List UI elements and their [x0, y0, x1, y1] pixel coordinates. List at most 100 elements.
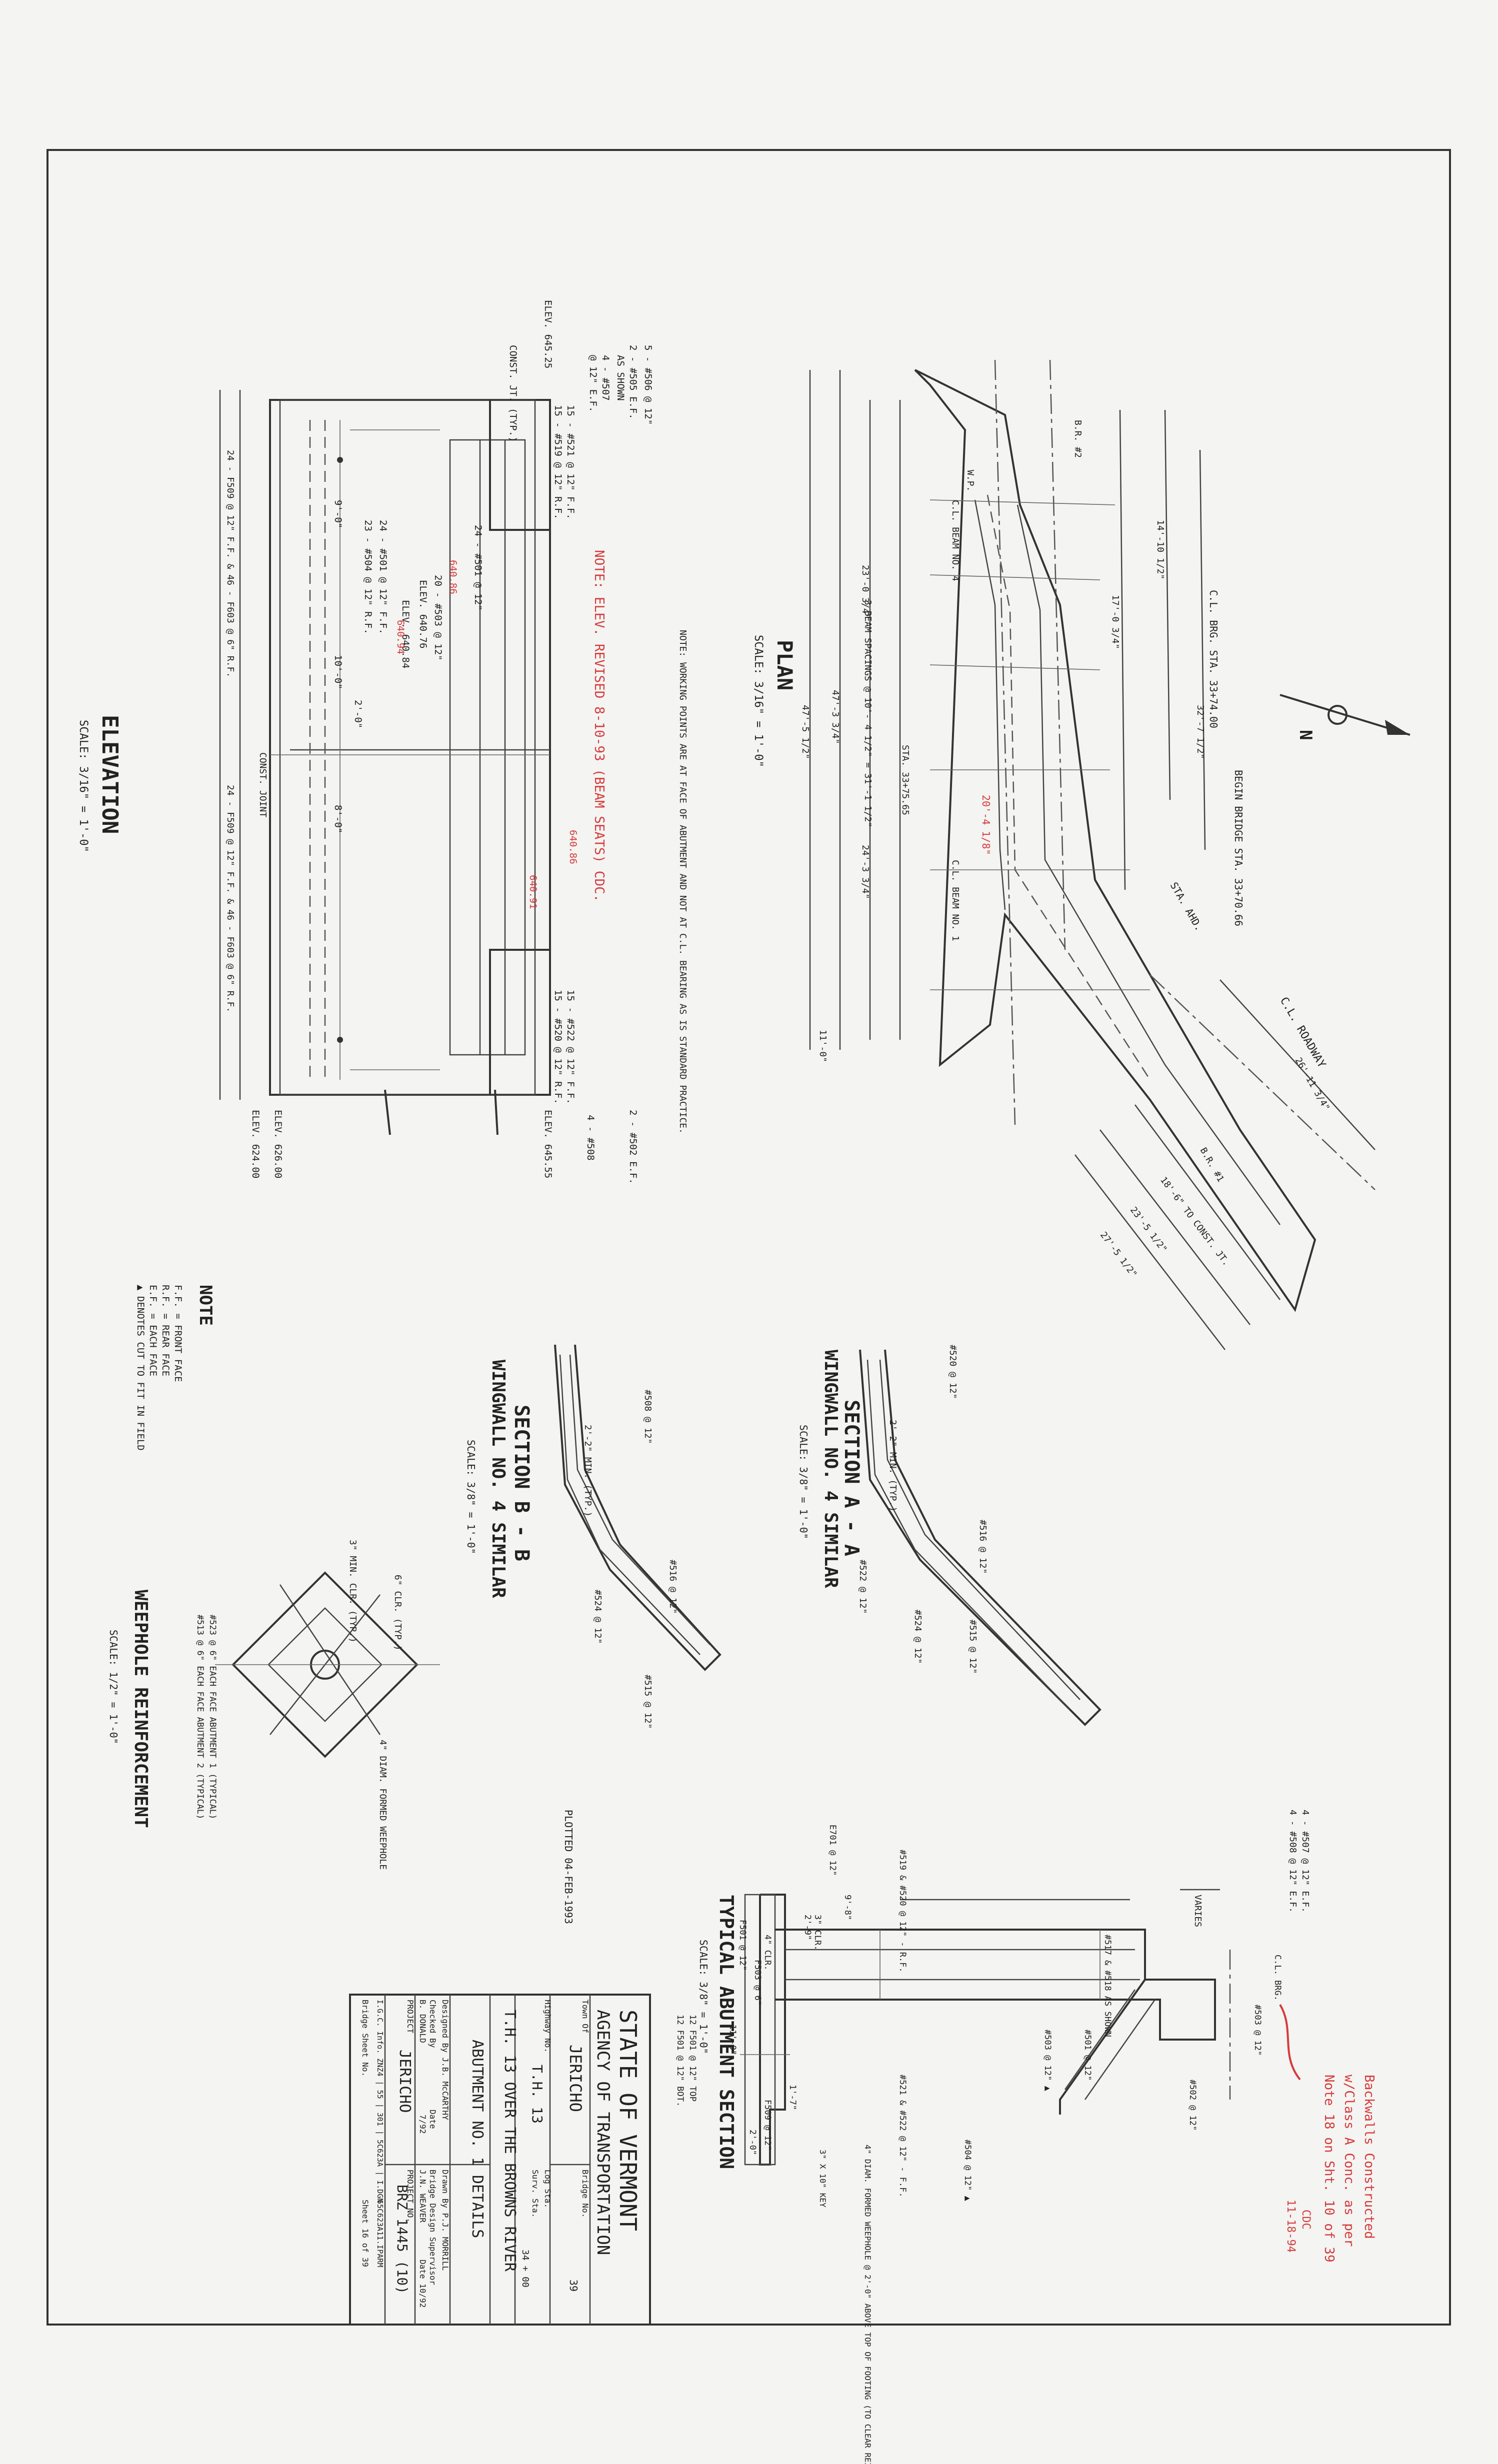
typical-label-22: 3" X 10" KEY: [818, 2150, 828, 2208]
elev-label-9: 24 - #501 @ 12": [472, 525, 484, 611]
note-item-3: ▲ DENOTES CUT TO FIT IN FIELD: [135, 1285, 146, 1451]
elevation-scale: SCALE: 3/16" = 1'-0": [77, 720, 90, 852]
section-bb-label-2: #516 @ 12": [668, 1560, 678, 1614]
typical-redline-4: 11-18-94: [1284, 2200, 1297, 2253]
note-title: NOTE: [196, 1285, 216, 1326]
plan-label-beam1: C.L. BEAM NO. 1: [950, 860, 960, 941]
section-aa-label-1: 2'-2" MIN. (TYP.): [888, 1420, 898, 1512]
section-aa-subtitle: WINGWALL NO. 4 SIMILAR: [820, 1350, 841, 1588]
weephole-label-3: #523 @ 6" EACH FACE ABUTMENT 1 (TYPICAL): [208, 1615, 218, 1819]
elev-label-0: 5 - #506 @ 12": [642, 345, 654, 425]
elevation-view: [219, 390, 551, 1135]
tb-state: STATE OF VERMONT: [614, 2010, 642, 2231]
typical-label-3: #517 & #518 AS SHOWN: [1102, 1935, 1112, 2037]
tb-highway: T.H. 13: [529, 2065, 546, 2124]
typical-label-4: #519 & #520 @ 12" - R.F.: [898, 1850, 908, 1973]
plan-label-dim-47b: 47'-5 1/2": [800, 705, 810, 759]
tb-checker: B. DONALD: [418, 2000, 428, 2043]
note-item-0: F.F. = FRONT FACE: [172, 1285, 184, 1382]
weephole-title: WEEPHOLE REINFORCEMENT: [130, 1590, 151, 1828]
section-aa-label-5: #515 @ 12": [968, 1620, 978, 1674]
elev-redline-1: 640.94: [395, 620, 406, 654]
tb-check-date: 7/92: [418, 2115, 428, 2134]
plan-view: N: [809, 359, 1410, 1350]
section-aa-title: SECTION A - A: [840, 1400, 863, 1556]
section-bb-label-0: #508 @ 12": [642, 1390, 653, 1444]
plan-text: PLAN SCALE: 3/16" = 1'-0" NOTE: WORKING …: [678, 420, 1332, 1280]
tb-file: 65C623A11.IPARM: [376, 2200, 384, 2267]
elev-label-12: ELEV. 640.84: [400, 600, 411, 668]
tb-log-sta: Log Sta.: [543, 2170, 552, 2208]
note-item-2: E.F. = EACH FACE: [148, 1285, 158, 1376]
plan-label-dim-32: 32'-7 1/2": [1195, 705, 1206, 759]
weephole-label-1: 6" CLR. (TYP.): [392, 1575, 403, 1651]
typical-label-20: 11'-0": [728, 2025, 738, 2055]
elev-label-13: 24 - #501 @ 12" F.F.: [378, 520, 388, 634]
elev-label-27: 2'-0": [352, 700, 364, 728]
elev-redline-3: 640.91: [528, 875, 538, 909]
elev-label-10: 20 - #503 @ 12": [432, 575, 444, 661]
svg-text:N: N: [1296, 730, 1316, 740]
elevation-redline-note: NOTE: ELEV. REVISED 8-10-93 (BEAM SEATS)…: [592, 550, 606, 902]
plan-label-br2: B.R. #2: [1072, 420, 1083, 458]
elev-label-17: ELEV. 624.00: [250, 1110, 261, 1178]
weephole-label-4: #513 @ 6" EACH FACE ABUTMENT 2 (TYPICAL): [195, 1615, 205, 1819]
elev-label-15b: 24 - F509 @ 12" F.F. & 46 - F603 @ 6" R.…: [225, 785, 236, 1012]
typical-label-13: 3" CLR.: [812, 1915, 822, 1951]
plan-label-dim-27: 27'-5 1/2": [1098, 1230, 1139, 1279]
tb-project-title: T.H. 13 OVER THE BROWNS RIVER: [501, 2010, 518, 2272]
note-block: NOTE F.F. = FRONT FACE R.F. = REAR FACE …: [135, 1285, 216, 1451]
tb-drawer-init: J.N. WEAVER: [418, 2170, 428, 2223]
tb-project-no-label: PROJECT NO.: [406, 2170, 415, 2223]
plan-label-sta-ahd: STA. AHD.: [1168, 880, 1206, 933]
tb-date-label: Date: [428, 2110, 438, 2129]
elev-label-3: 4 - #507: [600, 355, 611, 401]
typical-label-23: 2'-0": [748, 2130, 758, 2155]
typical-label-10: #503 @ 12": [1252, 2005, 1262, 2056]
plan-title: PLAN: [772, 640, 797, 690]
elev-label-22: 15 - #520 @ 12" R.F.: [552, 990, 564, 1104]
typical-scale: SCALE: 3/8" = 1'-0": [698, 1940, 710, 2054]
typical-label-18: 12 F501 @ 12" BOT.: [675, 2015, 685, 2107]
plan-redline: 20'-4 1/8": [980, 795, 992, 855]
section-aa-label-0: #520 @ 12": [948, 1345, 958, 1399]
tb-highway-label: Highway No.: [543, 2000, 552, 2053]
title-block: STATE OF VERMONT AGENCY OF TRANSPORTATIO…: [349, 1994, 651, 2326]
tb-project-no: BRZ 1445 (10): [394, 2185, 410, 2294]
tb-project: JERICHO: [396, 2050, 414, 2113]
typical-label-16: F503 @ 6": [752, 1960, 762, 2006]
elev-label-5: ELEV. 645.25: [542, 300, 554, 368]
plan-label-brg: C.L. BRG. STA. 33+74.00: [1208, 590, 1220, 728]
typical-label-14: 2'-9": [802, 1915, 812, 1940]
elev-label-2: AS SHOWN: [615, 355, 626, 401]
plan-label-spacings: 3 BEAM SPACINGS @ 10'- 4 1/2" = 31'-1 1/…: [862, 600, 873, 827]
typical-label-26: C.L. BRG.: [1272, 1955, 1282, 2001]
elev-redline-2: 640.86: [568, 830, 578, 864]
elev-redline-0: 640.86: [448, 560, 458, 594]
typical-redline-1: w/Class A Conc. as per: [1342, 2075, 1356, 2247]
elevation-title: ELEVATION: [97, 715, 122, 834]
plan-label-dim-24: 24'-3 3/4": [860, 845, 870, 899]
typical-label-9: #502 @ 12": [1188, 2080, 1198, 2131]
section-bb-label-3: #524 @ 12": [592, 1590, 603, 1644]
typical-redline-0: Backwalls Constructed: [1362, 2075, 1376, 2239]
elev-label-14: 23 - #504 @ 12" R.F.: [362, 520, 374, 634]
tb-supervisor: Bridge Design Supervisor: [428, 2170, 438, 2286]
section-aa: SECTION A - A WINGWALL NO. 4 SIMILAR SCA…: [798, 1345, 1102, 1726]
elev-label-6: CONST. JT. (TYP.): [508, 345, 518, 442]
typical-label-19: F509 @ 12": [762, 2100, 772, 2151]
elev-label-15: 24 - F509 @ 12" F.F. & 46 - F603 @ 6" R.…: [225, 450, 236, 677]
tb-agency: AGENCY OF TRANSPORTATION: [593, 2010, 613, 2255]
typical-label-5: #501 @ 12": [1082, 2030, 1092, 2081]
typical-label-24: 1'-7": [788, 2085, 798, 2110]
tb-igc: I.G.C. Info. ZNZ4 | 55 | 301 | 5C623A | …: [376, 2000, 384, 2203]
weephole-label-2: 4" DIAM. FORMED WEEPHOLE: [378, 1740, 388, 1870]
elev-label-26: 8'-0": [332, 805, 344, 833]
tb-town-label: Town Of: [580, 2000, 590, 2033]
section-bb-title: SECTION B - B: [510, 1405, 533, 1561]
plan-label-dim-47a: 47'-3 3/4": [830, 690, 840, 744]
elev-label-8: 15 - #519 @ 12" R.F.: [552, 405, 564, 519]
elev-label-20: 4 - #508: [585, 1115, 596, 1161]
plan-label-dim-17: 17'-0 3/4": [1110, 595, 1120, 649]
